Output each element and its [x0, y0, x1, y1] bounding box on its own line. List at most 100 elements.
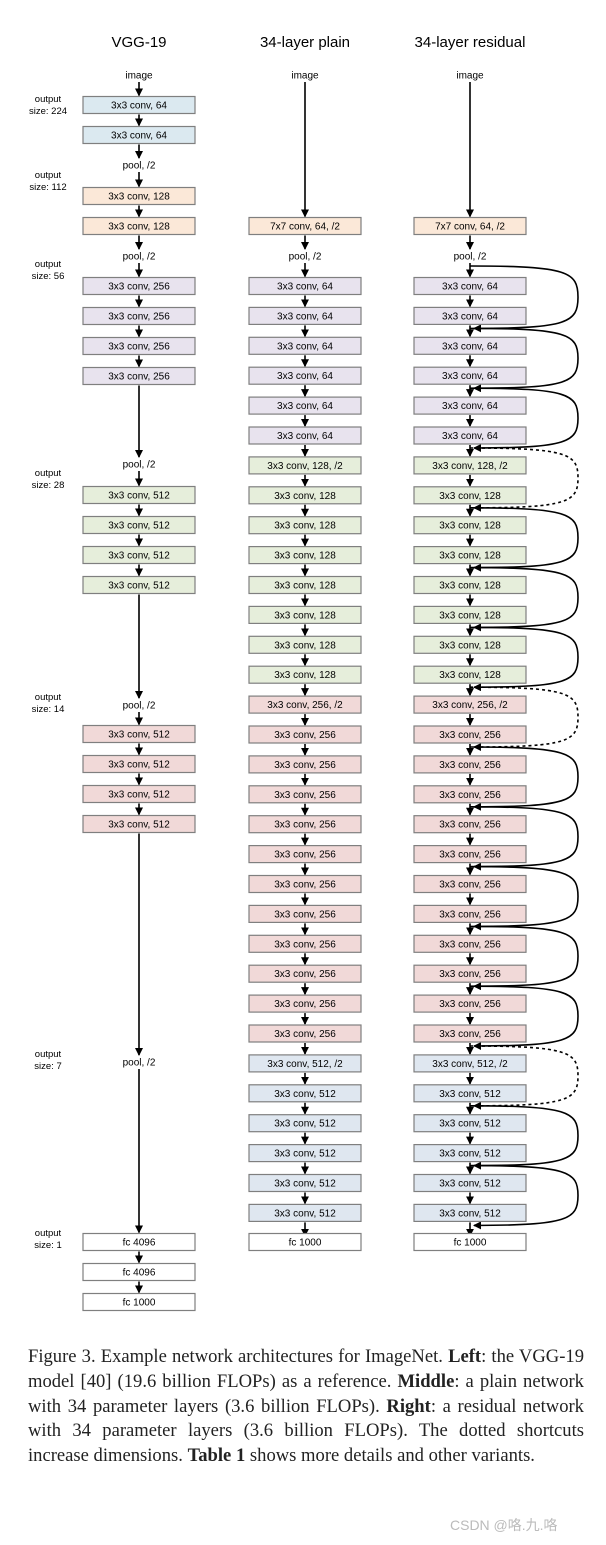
svg-text:3x3 conv, 512: 3x3 conv, 512 — [108, 760, 170, 771]
caption-middle-text: : a plain network with 34 parameter laye… — [28, 1370, 584, 1417]
layer-box-resnet: 3x3 conv, 64 — [413, 366, 527, 385]
layer-box-resnet: 3x3 conv, 256 — [413, 844, 527, 864]
layer-label-vgg: pool, /2 — [123, 701, 156, 712]
layer-box-resnet: 3x3 conv, 256 — [413, 904, 527, 924]
svg-text:3x3 conv, 256: 3x3 conv, 256 — [274, 1029, 336, 1040]
layer-box-plain: 3x3 conv, 256 — [248, 904, 362, 924]
svg-text:3x3 conv, 64: 3x3 conv, 64 — [277, 371, 333, 382]
svg-text:3x3 conv, 64: 3x3 conv, 64 — [442, 371, 498, 382]
layer-label-vgg: pool, /2 — [123, 252, 156, 263]
svg-text:fc 4096: fc 4096 — [123, 1238, 156, 1249]
layer-box-plain: 3x3 conv, 256 — [248, 815, 362, 834]
svg-text:3x3 conv, 512: 3x3 conv, 512 — [439, 1149, 501, 1160]
svg-text:3x3 conv, 256: 3x3 conv, 256 — [439, 730, 501, 741]
column-title-resnet: 34-layer residual — [415, 34, 526, 51]
layer-box-resnet: 3x3 conv, 128, /2 — [413, 456, 527, 475]
identity-shortcut — [469, 865, 579, 931]
svg-text:3x3 conv, 256: 3x3 conv, 256 — [274, 730, 336, 741]
svg-text:3x3 conv, 64: 3x3 conv, 64 — [277, 282, 333, 293]
layer-box-plain: 3x3 conv, 128 — [248, 486, 362, 505]
svg-text:3x3 conv, 512: 3x3 conv, 512 — [108, 790, 170, 801]
watermark: CSDN @咯.九.咯 — [450, 1517, 558, 1533]
layer-box-plain: 3x3 conv, 512, /2 — [248, 1054, 362, 1073]
layer-box-resnet: 3x3 conv, 256 — [413, 1024, 527, 1043]
svg-text:3x3 conv, 256: 3x3 conv, 256 — [274, 820, 336, 831]
identity-shortcut — [469, 327, 579, 393]
svg-text:3x3 conv, 512, /2: 3x3 conv, 512, /2 — [267, 1059, 343, 1070]
svg-text:pool, /2: pool, /2 — [123, 701, 156, 712]
layer-box-plain: 3x3 conv, 512 — [248, 1173, 362, 1193]
layer-box-plain: 3x3 conv, 64 — [248, 306, 362, 325]
svg-text:3x3 conv, 256: 3x3 conv, 256 — [439, 969, 501, 980]
layer-box-plain: 3x3 conv, 256 — [248, 755, 362, 774]
svg-text:3x3 conv, 256: 3x3 conv, 256 — [274, 939, 336, 950]
layer-box-resnet: 7x7 conv, 64, /2 — [413, 216, 527, 236]
identity-shortcut — [469, 925, 579, 991]
layer-box-plain: 3x3 conv, 256 — [248, 874, 362, 894]
svg-text:3x3 conv, 64: 3x3 conv, 64 — [442, 401, 498, 412]
layer-box-resnet: 3x3 conv, 512 — [413, 1173, 527, 1193]
layer-box-resnet: 3x3 conv, 128 — [413, 575, 527, 595]
svg-text:3x3 conv, 512: 3x3 conv, 512 — [274, 1149, 336, 1160]
svg-text:3x3 conv, 256: 3x3 conv, 256 — [108, 342, 170, 353]
svg-text:3x3 conv, 512: 3x3 conv, 512 — [439, 1089, 501, 1100]
svg-text:3x3 conv, 256: 3x3 conv, 256 — [274, 790, 336, 801]
layer-box-plain: 3x3 conv, 512 — [248, 1203, 362, 1223]
layer-box-resnet: 3x3 conv, 512 — [413, 1084, 527, 1103]
identity-shortcut — [469, 806, 579, 871]
svg-text:image: image — [291, 71, 319, 82]
identity-shortcut — [469, 626, 579, 692]
svg-text:3x3 conv, 128: 3x3 conv, 128 — [439, 581, 501, 592]
svg-text:3x3 conv, 256: 3x3 conv, 256 — [439, 1029, 501, 1040]
layer-box-resnet: 3x3 conv, 64 — [413, 426, 527, 445]
identity-shortcut — [469, 746, 579, 811]
svg-text:3x3 conv, 512: 3x3 conv, 512 — [439, 1179, 501, 1190]
svg-text:3x3 conv, 256: 3x3 conv, 256 — [439, 999, 501, 1010]
svg-text:3x3 conv, 256: 3x3 conv, 256 — [439, 820, 501, 831]
layer-box-vgg: fc 4096 — [82, 1232, 196, 1252]
svg-text:3x3 conv, 256: 3x3 conv, 256 — [439, 790, 501, 801]
layer-label-plain: image — [291, 71, 319, 82]
layer-box-plain: 3x3 conv, 256 — [248, 1024, 362, 1043]
svg-text:fc 1000: fc 1000 — [289, 1238, 322, 1249]
layer-box-resnet: 3x3 conv, 256 — [413, 755, 527, 774]
layer-box-vgg: 3x3 conv, 256 — [82, 306, 196, 326]
svg-text:3x3 conv, 64: 3x3 conv, 64 — [277, 401, 333, 412]
layer-label-vgg: image — [125, 71, 153, 82]
caption-table-label: Table 1 — [187, 1445, 246, 1467]
svg-text:3x3 conv, 256: 3x3 conv, 256 — [439, 760, 501, 771]
identity-shortcut — [469, 387, 579, 452]
svg-text:3x3 conv, 128: 3x3 conv, 128 — [274, 670, 336, 681]
layer-box-plain: 7x7 conv, 64, /2 — [248, 216, 362, 236]
layer-label-resnet: image — [456, 71, 484, 82]
svg-text:3x3 conv, 128: 3x3 conv, 128 — [274, 610, 336, 621]
svg-text:3x3 conv, 256: 3x3 conv, 256 — [274, 850, 336, 861]
layer-box-vgg: 3x3 conv, 512 — [82, 784, 196, 804]
svg-text:3x3 conv, 512: 3x3 conv, 512 — [108, 521, 170, 532]
svg-text:3x3 conv, 512: 3x3 conv, 512 — [274, 1179, 336, 1190]
svg-text:3x3 conv, 128: 3x3 conv, 128 — [439, 521, 501, 532]
layer-box-plain: 3x3 conv, 512 — [248, 1143, 362, 1163]
svg-text:3x3 conv, 64: 3x3 conv, 64 — [442, 431, 498, 442]
layer-box-resnet: 3x3 conv, 128 — [413, 486, 527, 505]
svg-text:3x3 conv, 256: 3x3 conv, 256 — [274, 999, 336, 1010]
layer-box-plain: 3x3 conv, 128 — [248, 605, 362, 625]
layer-box-plain: 3x3 conv, 256 — [248, 964, 362, 983]
svg-text:pool, /2: pool, /2 — [123, 460, 156, 471]
layer-box-plain: 3x3 conv, 128, /2 — [248, 456, 362, 475]
identity-shortcut — [469, 566, 579, 632]
svg-text:3x3 conv, 256: 3x3 conv, 256 — [108, 312, 170, 323]
projection-shortcut — [469, 1045, 579, 1110]
layer-box-resnet: 3x3 conv, 256 — [413, 964, 527, 983]
svg-text:3x3 conv, 64: 3x3 conv, 64 — [442, 282, 498, 293]
layer-box-resnet: 3x3 conv, 256 — [413, 934, 527, 953]
layer-box-vgg: 3x3 conv, 512 — [82, 485, 196, 505]
caption-left-text: : the VGG-19 model [40] (19.6 billion FL… — [28, 1346, 584, 1392]
projection-shortcut — [469, 447, 579, 512]
svg-text:7x7 conv, 64, /2: 7x7 conv, 64, /2 — [435, 222, 505, 233]
svg-text:3x3 conv, 512: 3x3 conv, 512 — [274, 1089, 336, 1100]
layer-box-resnet: 3x3 conv, 128 — [413, 545, 527, 565]
svg-text:3x3 conv, 128: 3x3 conv, 128 — [274, 551, 336, 562]
